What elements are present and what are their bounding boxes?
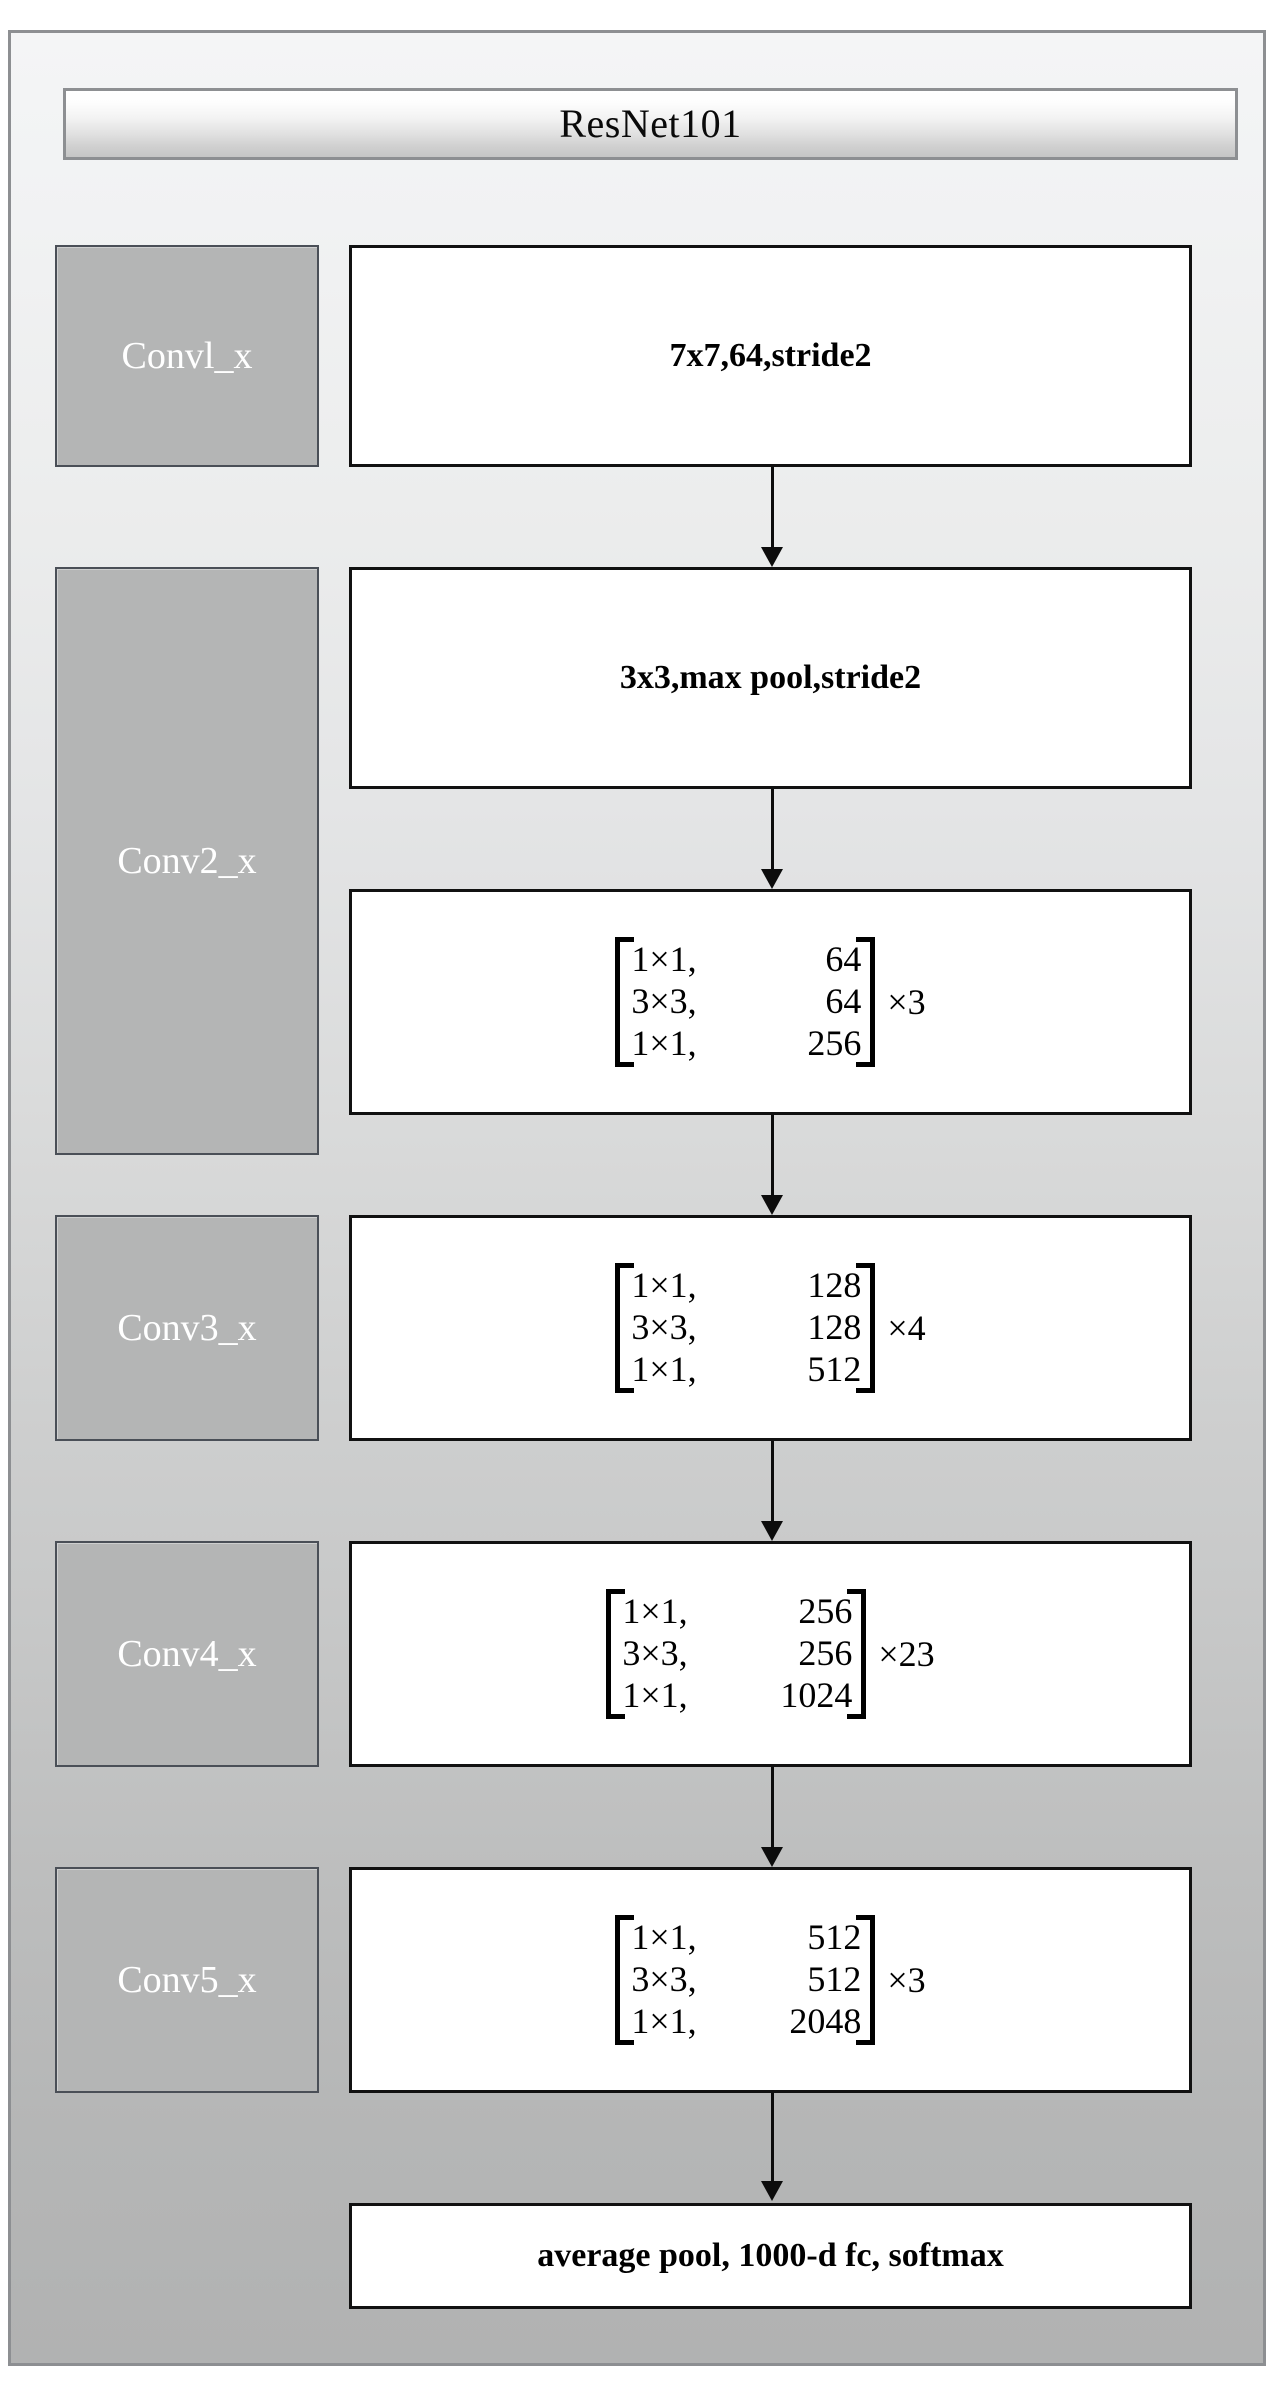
- matrix-bracket-block3: 1×1, 128 3×3, 128 1×1, 512: [615, 1263, 876, 1393]
- stage-box-conv5: Conv5_x: [55, 1867, 319, 2093]
- matrix-kernel: 1×1,: [631, 1917, 697, 1958]
- matrix-bracket-block2: 1×1, 64 3×3, 64 1×1, 256: [615, 937, 876, 1067]
- matrix-row: 1×1, 1024: [622, 1675, 852, 1717]
- matrix-block2: 1×1, 64 3×3, 64 1×1, 256 ×3: [615, 937, 926, 1067]
- matrix-row: 1×1, 64: [631, 939, 861, 981]
- matrix-row: 3×3, 256: [622, 1633, 852, 1675]
- matrix-row: 1×1, 512: [631, 1349, 861, 1391]
- matrix-repeat-block2: ×3: [887, 982, 926, 1022]
- stage-box-conv1: Convl_x: [55, 245, 319, 467]
- matrix-channels: 512: [807, 1917, 862, 1958]
- stage-label-conv3: Conv3_x: [117, 1307, 257, 1349]
- matrix-channels: 256: [807, 1022, 862, 1063]
- matrix-row: 3×3, 64: [631, 981, 861, 1023]
- stage-label-conv2: Conv2_x: [117, 840, 257, 882]
- op-box-conv1: 7x7,64,stride2: [349, 245, 1192, 467]
- matrix-bracket-block4: 1×1, 256 3×3, 256 1×1, 1024: [606, 1589, 867, 1719]
- matrix-row: 1×1, 256: [631, 1023, 861, 1065]
- matrix-channels: 2048: [789, 2000, 862, 2041]
- matrix-kernel: 1×1,: [631, 2000, 697, 2041]
- matrix-row: 3×3, 128: [631, 1307, 861, 1349]
- matrix-block3: 1×1, 128 3×3, 128 1×1, 512 ×4: [615, 1263, 926, 1393]
- matrix-row: 1×1, 2048: [631, 2001, 861, 2043]
- matrix-channels: 1024: [780, 1674, 853, 1715]
- matrix-channels: 64: [825, 981, 862, 1022]
- matrix-kernel: 1×1,: [631, 939, 697, 980]
- matrix-channels: 128: [807, 1307, 862, 1348]
- op-label-maxpool: 3x3,max pool,stride2: [619, 659, 922, 696]
- diagram-title-bar: ResNet101: [63, 88, 1238, 160]
- matrix-kernel: 3×3,: [631, 981, 697, 1022]
- page-title: ResNet101: [559, 101, 742, 146]
- op-label-classifier: average pool, 1000-d fc, softmax: [537, 2237, 1004, 2274]
- op-box-maxpool: 3x3,max pool,stride2: [349, 567, 1192, 789]
- matrix-kernel: 1×1,: [631, 1265, 697, 1306]
- matrix-kernel: 1×1,: [622, 1674, 688, 1715]
- matrix-repeat-block3: ×4: [887, 1308, 926, 1348]
- matrix-kernel: 3×3,: [631, 1959, 697, 2000]
- matrix-channels: 512: [807, 1959, 862, 2000]
- op-label-conv1: 7x7,64,stride2: [669, 337, 872, 374]
- op-box-block5: 1×1, 512 3×3, 512 1×1, 2048 ×3: [349, 1867, 1192, 2093]
- matrix-bracket-block5: 1×1, 512 3×3, 512 1×1, 2048: [615, 1915, 876, 2045]
- matrix-repeat-block4: ×23: [878, 1634, 935, 1674]
- stage-label-conv5: Conv5_x: [117, 1959, 257, 2001]
- op-box-classifier: average pool, 1000-d fc, softmax: [349, 2203, 1192, 2309]
- matrix-kernel: 3×3,: [631, 1307, 697, 1348]
- stage-label-conv4: Conv4_x: [117, 1633, 257, 1675]
- matrix-block4: 1×1, 256 3×3, 256 1×1, 1024 ×23: [606, 1589, 935, 1719]
- matrix-kernel: 3×3,: [622, 1633, 688, 1674]
- stage-box-conv3: Conv3_x: [55, 1215, 319, 1441]
- matrix-row: 3×3, 512: [631, 1959, 861, 2001]
- matrix-channels: 256: [798, 1633, 853, 1674]
- stage-box-conv4: Conv4_x: [55, 1541, 319, 1767]
- diagram-frame: ResNet101 Convl_x 7x7,64,stride2 Conv2_x…: [8, 30, 1266, 2366]
- matrix-kernel: 1×1,: [631, 1348, 697, 1389]
- matrix-channels: 128: [807, 1265, 862, 1306]
- matrix-row: 1×1, 512: [631, 1917, 861, 1959]
- matrix-row: 1×1, 128: [631, 1265, 861, 1307]
- stage-label-conv1: Convl_x: [121, 335, 253, 377]
- matrix-channels: 64: [825, 939, 862, 980]
- matrix-channels: 256: [798, 1591, 853, 1632]
- matrix-block5: 1×1, 512 3×3, 512 1×1, 2048 ×3: [615, 1915, 926, 2045]
- matrix-kernel: 1×1,: [622, 1591, 688, 1632]
- stage-box-conv2: Conv2_x: [55, 567, 319, 1155]
- op-box-block2: 1×1, 64 3×3, 64 1×1, 256 ×3: [349, 889, 1192, 1115]
- op-box-block4: 1×1, 256 3×3, 256 1×1, 1024 ×23: [349, 1541, 1192, 1767]
- matrix-channels: 512: [807, 1348, 862, 1389]
- matrix-row: 1×1, 256: [622, 1591, 852, 1633]
- matrix-kernel: 1×1,: [631, 1022, 697, 1063]
- matrix-repeat-block5: ×3: [887, 1960, 926, 2000]
- op-box-block3: 1×1, 128 3×3, 128 1×1, 512 ×4: [349, 1215, 1192, 1441]
